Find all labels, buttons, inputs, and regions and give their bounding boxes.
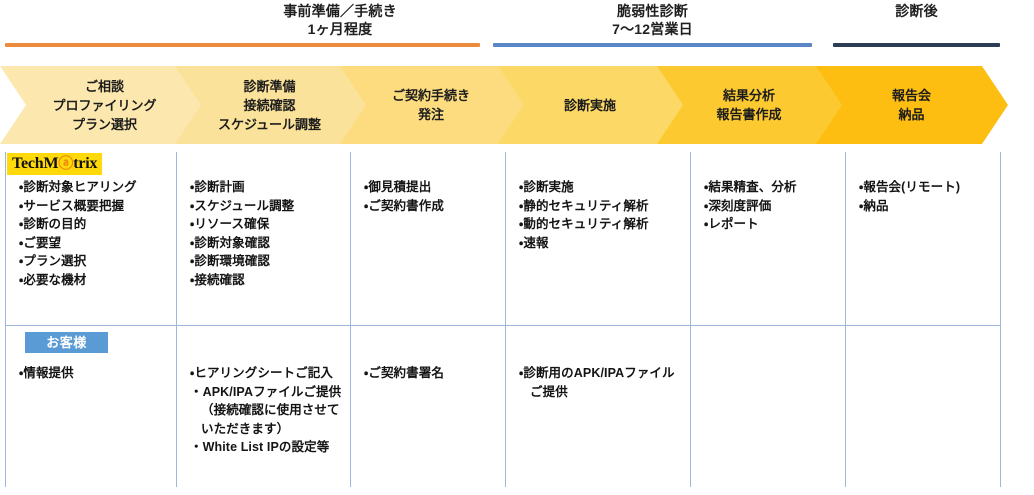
phase-assessment-label: 脆弱性診断 7〜12営業日	[493, 2, 812, 38]
step-report-chevron-label: 報告会納品	[892, 86, 931, 124]
vendor-cell-preparation: ・診断計画・スケジュール調整・リソース確保・診断対象確認・診断環境確認・接続確認	[190, 178, 344, 289]
logo-at-glyph-icon: ⓐ	[58, 155, 74, 172]
step-consultation-chevron-label: ご相談プロファイリングプラン選択	[52, 77, 156, 134]
list-item: ・診断の目的	[19, 217, 87, 231]
step-report-chevron[interactable]: 報告会納品	[807, 66, 1008, 144]
list-item: ・ご契約書作成	[364, 198, 444, 213]
vendor-cell-contract-list: ・御見積提出・ご契約書作成	[364, 178, 499, 215]
step-preparation-line-3: スケジュール調整	[217, 116, 322, 132]
column-divider-0	[5, 152, 6, 487]
step-analysis-line-1: 結果分析	[722, 88, 775, 103]
phase-preparation-rule	[5, 43, 480, 47]
list-item: ・情報提供	[19, 366, 74, 380]
step-preparation-chevron-label: 診断準備接続確認スケジュール調整	[218, 77, 321, 134]
phase-preparation-duration: 1ヶ月程度	[307, 21, 373, 37]
vendor-cell-preparation-list: ・診断計画・スケジュール調整・リソース確保・診断対象確認・診断環境確認・接続確認	[190, 178, 344, 289]
list-item: ・White List IPの設定等	[190, 440, 330, 454]
step-preparation-line-2: 接続確認	[243, 97, 296, 113]
list-item: ・ヒアリングシートご記入	[190, 366, 333, 380]
list-item: ・スケジュール調整	[190, 198, 295, 213]
phase-assessment-rule	[493, 43, 812, 47]
list-item: ・プラン選択	[19, 254, 87, 268]
customer-role-badge: お客様	[25, 332, 108, 353]
step-analysis-chevron-label: 結果分析報告書作成	[716, 86, 781, 124]
step-consultation-line-2: プロファイリング	[52, 97, 157, 113]
column-divider-5	[845, 152, 846, 487]
vendor-cell-consultation-list: ・診断対象ヒアリング・サービス概要把握・診断の目的・ご要望・プラン選択・必要な機…	[19, 178, 170, 289]
list-item: ・納品	[859, 198, 889, 213]
step-report-line-2: 納品	[898, 107, 925, 122]
list-item: ・診断環境確認	[190, 254, 270, 268]
vendor-cell-report: ・報告会(リモート) ・納品	[859, 178, 994, 215]
responsibility-table: ・診断対象ヒアリング・サービス概要把握・診断の目的・ご要望・プラン選択・必要な機…	[5, 152, 1001, 487]
list-item: ・リソース確保	[190, 217, 270, 231]
vendor-cell-contract: ・御見積提出・ご契約書作成	[364, 178, 499, 215]
vendor-cell-execution: ・診断実施・静的セキュリティ解析・動的セキュリティ解析・速報	[519, 178, 684, 252]
list-item: ・静的セキュリティ解析	[519, 198, 649, 213]
step-report-line-1: 報告会	[891, 88, 931, 103]
list-item: ・APK/IPAファイルご提供（接続確認に使用させていただきます）	[190, 384, 342, 436]
list-item: ・動的セキュリティ解析	[519, 217, 649, 231]
column-divider-6	[1000, 152, 1001, 487]
process-chevron-band: ご相談プロファイリングプラン選択 診断準備接続確認スケジュール調整 ご契約手続き発注…	[0, 66, 1034, 144]
customer-cell-contract-list: ・ご契約書署名	[364, 364, 499, 383]
column-divider-1	[176, 152, 177, 487]
step-contract-line-1: ご契約手続き	[391, 88, 470, 103]
vendor-cell-report-list: ・報告会(リモート) ・納品	[859, 178, 994, 215]
list-item: ・診断計画	[190, 180, 245, 194]
customer-cell-preparation: ・ヒアリングシートご記入・APK/IPAファイルご提供（接続確認に使用させていた…	[190, 364, 344, 457]
row-divider	[5, 325, 1001, 326]
vendor-cell-execution-list: ・診断実施・静的セキュリティ解析・動的セキュリティ解析・速報	[519, 178, 684, 252]
phase-preparation-label: 事前準備／手続き 1ヶ月程度	[150, 2, 530, 38]
column-divider-2	[350, 152, 351, 487]
phase-preparation-title: 事前準備／手続き	[283, 3, 397, 19]
step-consultation-chevron[interactable]: ご相談プロファイリングプラン選択	[0, 66, 201, 144]
step-execution-chevron-label: 診断実施	[564, 96, 616, 115]
step-preparation-line-1: 診断準備	[243, 78, 296, 94]
column-divider-4	[690, 152, 691, 487]
customer-cell-execution: ・診断用のAPK/IPAファイルご提供	[519, 364, 684, 401]
list-item: ・サービス概要把握	[19, 198, 125, 213]
vendor-cell-analysis-list: ・結果精査、分析・深刻度評価・レポート	[704, 178, 839, 234]
phase-post-label: 診断後	[833, 2, 1000, 20]
phase-post-title: 診断後	[895, 3, 938, 19]
step-execution-line-1: 診断実施	[563, 97, 616, 113]
customer-cell-preparation-list: ・ヒアリングシートご記入・APK/IPAファイルご提供（接続確認に使用させていた…	[190, 364, 344, 457]
list-item: ・診断対象確認	[190, 235, 270, 250]
step-contract-line-2: 発注	[417, 107, 444, 122]
list-item: ・接続確認	[190, 272, 245, 287]
list-item: ・必要な機材	[19, 272, 87, 287]
step-contract-chevron-label: ご契約手続き発注	[392, 86, 470, 124]
list-item: ・ご契約書署名	[364, 366, 444, 380]
list-item: ・診断実施	[519, 180, 574, 194]
customer-cell-consultation: ・情報提供	[19, 364, 170, 383]
list-item: ・速報	[519, 235, 549, 250]
logo-text-prefix: TechM	[12, 155, 59, 172]
list-item: ・診断用のAPK/IPAファイルご提供	[519, 366, 675, 399]
list-item: ・結果精査、分析	[704, 180, 797, 194]
techmatrix-logo: TechMⓐtrix	[7, 153, 103, 175]
vendor-cell-consultation: ・診断対象ヒアリング・サービス概要把握・診断の目的・ご要望・プラン選択・必要な機…	[19, 178, 170, 289]
step-consultation-line-1: ご相談	[84, 78, 124, 94]
list-item: ・診断対象ヒアリング	[19, 180, 137, 194]
column-divider-3	[505, 152, 506, 487]
phase-post-rule	[833, 43, 1000, 47]
list-item: ・御見積提出	[364, 180, 432, 194]
customer-cell-contract: ・ご契約書署名	[364, 364, 499, 383]
customer-cell-execution-list: ・診断用のAPK/IPAファイルご提供	[519, 364, 684, 401]
list-item: ・報告会(リモート)	[859, 180, 961, 194]
vendor-cell-analysis: ・結果精査、分析・深刻度評価・レポート	[704, 178, 839, 234]
step-analysis-line-2: 報告書作成	[716, 107, 782, 122]
logo-text-suffix: trix	[73, 155, 98, 172]
list-item: ・レポート	[704, 217, 759, 231]
list-item: ・ご要望	[19, 235, 62, 250]
phase-assessment-duration: 7〜12営業日	[612, 21, 693, 37]
step-consultation-line-3: プラン選択	[71, 116, 137, 132]
phase-assessment-title: 脆弱性診断	[617, 3, 688, 19]
customer-cell-consultation-list: ・情報提供	[19, 364, 170, 383]
list-item: ・深刻度評価	[704, 198, 772, 213]
